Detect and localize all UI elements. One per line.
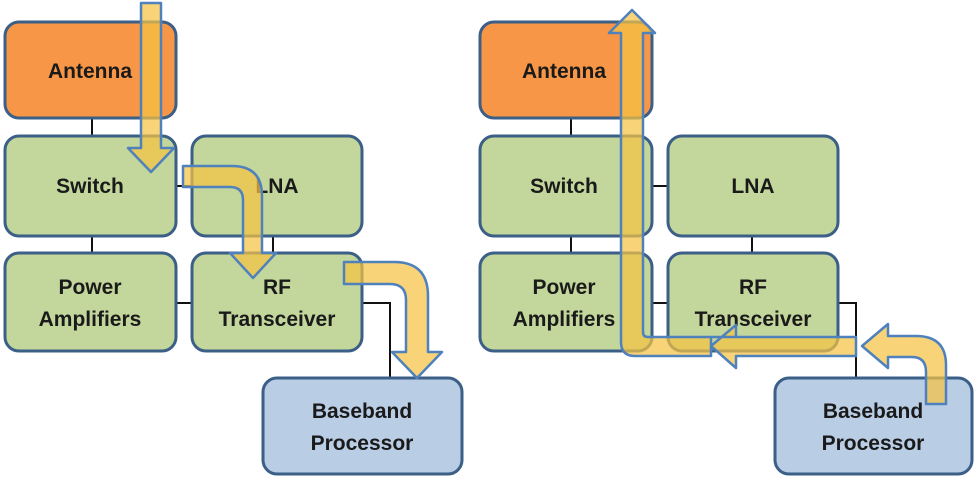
switch-label: Switch [530,175,598,198]
lna-block: LNA [190,134,364,238]
arrow-switch-to-rf [181,164,278,280]
switch-label: Switch [56,175,124,198]
diagram-receive-path: Antenna Switch LNA Power Amplifiers RF T… [3,1,464,476]
pa-label-line2: Amplifiers [513,308,616,331]
arrow-antenna-to-switch [126,1,176,174]
rf-label-line2: Transceiver [695,308,812,331]
rf-transceiver-block: RF Transceiver [190,251,364,353]
lna-label: LNA [731,175,774,198]
bb-label-line2: Processor [311,432,414,455]
bb-label-line1: Baseband [823,400,923,423]
antenna-label: Antenna [522,60,606,83]
baseband-block: Baseband Processor [773,376,974,476]
pa-label-line1: Power [58,276,121,299]
signal-arrows [126,1,444,380]
arrow-rf-to-baseband [342,260,444,380]
rf-label-line2: Transceiver [219,308,336,331]
arrow-rf-to-antenna [607,8,858,370]
power-amplifiers-block: Power Amplifiers [478,251,654,353]
rf-label-line1: RF [739,276,767,299]
bb-label-line1: Baseband [312,400,412,423]
antenna-label: Antenna [48,60,132,83]
signal-arrows [607,8,948,406]
bb-label-line2: Processor [822,432,925,455]
switch-block: Switch [3,134,178,238]
arrow-baseband-up [860,322,948,406]
antenna-block: Antenna [3,20,178,120]
baseband-block: Baseband Processor [261,376,464,476]
diagram-transmit-path: Antenna Switch LNA Power Amplifiers RF T… [478,8,974,476]
switch-block: Switch [478,134,654,238]
pa-label-line2: Amplifiers [39,308,142,331]
lna-block: LNA [666,134,840,238]
pa-label-line1: Power [532,276,595,299]
power-amplifiers-block: Power Amplifiers [3,251,178,353]
rf-label-line1: RF [263,276,291,299]
antenna-block: Antenna [478,20,654,120]
lna-label: LNA [255,175,298,198]
